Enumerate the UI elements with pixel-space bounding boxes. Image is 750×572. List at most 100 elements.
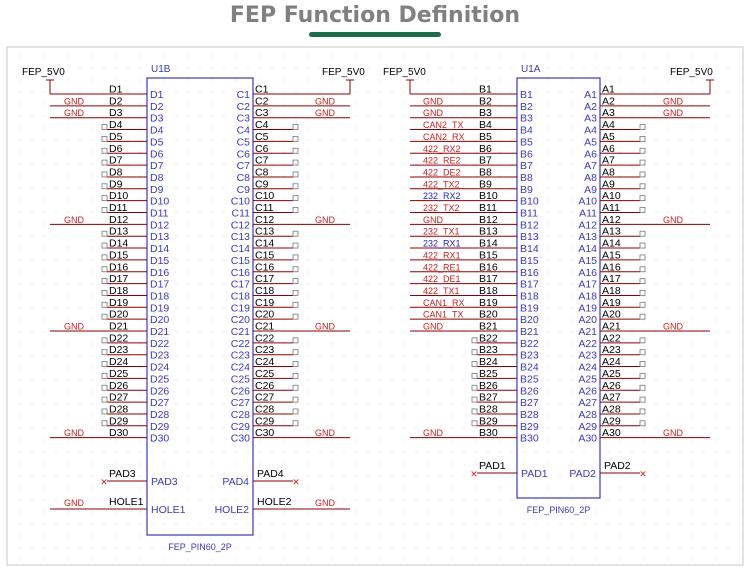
grid-dot <box>571 415 573 417</box>
u1b-right-nc-marker <box>292 266 299 273</box>
grid-dot <box>307 79 309 81</box>
grid-dot <box>499 67 501 69</box>
grid-dot <box>595 127 597 129</box>
grid-dot <box>331 391 333 393</box>
u1b-left-nc-marker <box>101 278 108 285</box>
u1a-right-pin-name: A24 <box>578 362 597 374</box>
grid-dot <box>211 115 213 117</box>
grid-dot <box>103 331 105 333</box>
grid-dot <box>19 187 21 189</box>
grid-dot <box>211 151 213 153</box>
grid-dot <box>67 523 69 525</box>
grid-dot <box>667 115 669 117</box>
grid-dot <box>379 247 381 249</box>
grid-dot <box>379 91 381 93</box>
grid-dot <box>271 523 273 525</box>
grid-dot <box>67 247 69 249</box>
grid-dot <box>55 331 57 333</box>
grid-dot <box>511 103 513 105</box>
grid-dot <box>175 523 177 525</box>
grid-dot <box>307 439 309 441</box>
grid-dot <box>151 283 153 285</box>
grid-dot <box>655 103 657 105</box>
grid-dot <box>91 163 93 165</box>
grid-dot <box>55 463 57 465</box>
grid-dot <box>199 331 201 333</box>
grid-dot <box>679 487 681 489</box>
grid-dot <box>739 343 741 345</box>
grid-dot <box>319 415 321 417</box>
u1a-left-pin-number: B16 <box>479 261 498 273</box>
u1a-left-pin-number: B24 <box>479 356 498 368</box>
grid-dot <box>211 67 213 69</box>
grid-dot <box>367 151 369 153</box>
grid-dot <box>703 295 705 297</box>
grid-dot <box>727 295 729 297</box>
grid-dot <box>619 511 621 513</box>
grid-dot <box>679 91 681 93</box>
grid-dot <box>391 319 393 321</box>
grid-dot <box>319 199 321 201</box>
grid-dot <box>715 307 717 309</box>
grid-dot <box>295 475 297 477</box>
grid-dot <box>187 391 189 393</box>
grid-dot <box>619 391 621 393</box>
u1b-left-pin-number: D30 <box>109 427 128 439</box>
u1a-right-pin-name: A18 <box>578 290 597 302</box>
grid-dot <box>379 103 381 105</box>
grid-dot <box>367 403 369 405</box>
grid-dot <box>595 427 597 429</box>
grid-dot <box>559 367 561 369</box>
u1a-right-pin-name: A28 <box>578 409 597 421</box>
grid-dot <box>247 331 249 333</box>
u1b-right-pin-name: C1 <box>237 89 251 101</box>
grid-dot <box>595 499 597 501</box>
grid-dot <box>391 403 393 405</box>
grid-dot <box>571 331 573 333</box>
grid-dot <box>535 475 537 477</box>
grid-dot <box>163 403 165 405</box>
grid-dot <box>727 211 729 213</box>
u1a-right-pin-name: A12 <box>578 219 597 231</box>
grid-dot <box>391 127 393 129</box>
grid-dot <box>247 451 249 453</box>
u1b-left-pin-number: D24 <box>109 356 128 368</box>
grid-dot <box>67 499 69 501</box>
grid-dot <box>163 547 165 549</box>
grid-dot <box>67 79 69 81</box>
grid-dot <box>295 103 297 105</box>
grid-dot <box>127 355 129 357</box>
grid-dot <box>343 487 345 489</box>
grid-dot <box>571 439 573 441</box>
grid-dot <box>391 103 393 105</box>
grid-dot <box>691 391 693 393</box>
u1a-right-nc-marker <box>639 230 646 237</box>
grid-dot <box>187 115 189 117</box>
grid-dot <box>295 307 297 309</box>
grid-dot <box>427 103 429 105</box>
grid-dot <box>163 175 165 177</box>
grid-dot <box>283 319 285 321</box>
grid-dot <box>31 427 33 429</box>
grid-dot <box>739 115 741 117</box>
grid-dot <box>103 523 105 525</box>
grid-dot <box>187 211 189 213</box>
grid-dot <box>667 319 669 321</box>
grid-dot <box>379 307 381 309</box>
grid-dot <box>595 223 597 225</box>
grid-dot <box>391 415 393 417</box>
grid-dot <box>559 103 561 105</box>
grid-dot <box>367 55 369 57</box>
grid-dot <box>403 547 405 549</box>
u1b-right-pin-number: C29 <box>255 415 274 427</box>
grid-dot <box>655 391 657 393</box>
grid-dot <box>319 319 321 321</box>
u1b-right-nc-marker <box>292 313 299 320</box>
grid-dot <box>307 343 309 345</box>
u1a-left-pin-number: B21 <box>479 321 498 333</box>
grid-dot <box>415 163 417 165</box>
grid-dot <box>223 223 225 225</box>
grid-dot <box>331 163 333 165</box>
grid-dot <box>391 163 393 165</box>
u1b-right-nc-marker <box>292 349 299 356</box>
